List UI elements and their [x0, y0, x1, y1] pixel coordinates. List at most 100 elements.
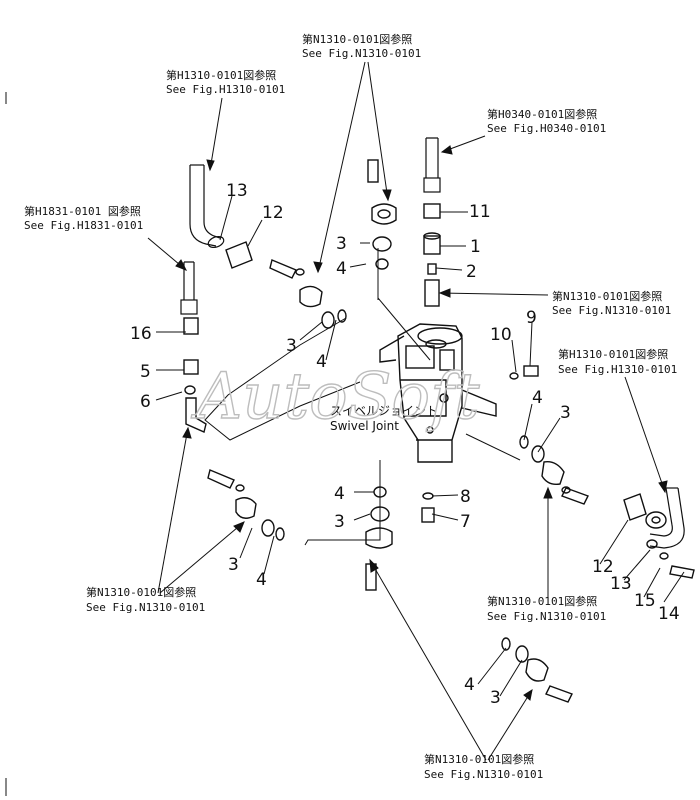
reference-jp: 第N1310-0101図参照: [302, 32, 412, 46]
part-number[interactable]: 13: [226, 181, 248, 201]
part-number[interactable]: 6: [140, 392, 151, 412]
part-number[interactable]: 10: [490, 325, 512, 345]
reference-en: See Fig.H1831-0101: [24, 219, 143, 232]
part-number[interactable]: 7: [460, 512, 471, 532]
reference-jp: 第H0340-0101図参照: [487, 107, 597, 121]
oring-4-left-lower[interactable]: [275, 527, 285, 541]
hose-right[interactable]: [649, 487, 685, 549]
oring-4-lower[interactable]: [373, 486, 387, 498]
part-number[interactable]: 9: [526, 308, 537, 328]
oring-3-lower[interactable]: [370, 506, 390, 522]
oring-3-bottom[interactable]: [515, 645, 529, 663]
oring-4-right[interactable]: [519, 435, 529, 449]
oring-4-left-upper[interactable]: [337, 309, 347, 323]
fitting-8[interactable]: [422, 492, 434, 500]
bolt-9-10[interactable]: [509, 365, 539, 380]
split-flange-bottom[interactable]: [525, 658, 573, 703]
reference-note-h1310-right[interactable]: 第H1310-0101図参照 See Fig.H1310-0101: [558, 347, 677, 376]
part-number[interactable]: 4: [256, 570, 267, 590]
part-number[interactable]: 12: [262, 203, 284, 223]
bolt-14[interactable]: [669, 565, 695, 579]
reference-en: See Fig.H1310-0101: [558, 363, 677, 376]
reference-note-n1310-lowleft[interactable]: 第N1310-0101図参照 See Fig.N1310-0101: [86, 585, 205, 614]
flange-13-right[interactable]: [645, 511, 667, 529]
fitting-2[interactable]: [427, 263, 437, 275]
part-number[interactable]: 3: [334, 512, 345, 532]
reference-note-h1310-left[interactable]: 第H1310-0101図参照 See Fig.H1310-0101: [166, 68, 285, 96]
part-number[interactable]: 3: [560, 403, 571, 423]
part-number[interactable]: 3: [286, 336, 297, 356]
part-number[interactable]: 4: [464, 675, 475, 695]
part-number[interactable]: 12: [592, 557, 614, 577]
part-number[interactable]: 8: [460, 487, 471, 507]
elbow-fitting[interactable]: [185, 397, 207, 433]
fitting-11[interactable]: [423, 203, 441, 219]
part-number[interactable]: 4: [532, 388, 543, 408]
swivel-joint-jp: スイベルジョイント: [330, 404, 438, 418]
block-12-right[interactable]: [623, 493, 647, 521]
reference-jp: 第N1310-0101図参照: [487, 594, 597, 608]
part-number[interactable]: 4: [336, 259, 347, 279]
reference-note-n1310-lowright[interactable]: 第N1310-0101図参照 See Fig.N1310-0101: [487, 594, 606, 623]
reference-jp: 第H1831-0101 図参照: [24, 204, 141, 218]
hose-top-right[interactable]: [423, 137, 441, 193]
fitting-6[interactable]: [184, 385, 196, 395]
fitting-7[interactable]: [421, 507, 435, 523]
reference-note-h1831[interactable]: 第H1831-0101 図参照 See Fig.H1831-0101: [24, 204, 143, 232]
part-number[interactable]: 2: [466, 262, 477, 282]
part-number[interactable]: 3: [490, 688, 501, 708]
washer-13-15[interactable]: [646, 539, 669, 560]
part-number[interactable]: 1: [470, 237, 481, 257]
oring-3-top[interactable]: [372, 236, 392, 252]
part-number[interactable]: 3: [228, 555, 239, 575]
reference-jp: 第H1310-0101図参照: [166, 68, 276, 82]
hose-left[interactable]: [189, 164, 225, 249]
fitting-1[interactable]: [423, 232, 441, 255]
tube-left[interactable]: [180, 261, 198, 315]
part-number[interactable]: 15: [634, 591, 656, 611]
reference-note-n1310-bottom[interactable]: 第N1310-0101図参照 See Fig.N1310-0101: [424, 752, 543, 781]
swivel-joint-label: スイベルジョイント Swivel Joint: [330, 404, 438, 433]
reference-en: See Fig.N1310-0101: [302, 47, 421, 60]
reference-note-h0340[interactable]: 第H0340-0101図参照 See Fig.H0340-0101: [487, 107, 606, 135]
fitting-5[interactable]: [183, 359, 199, 375]
swivel-joint[interactable]: [379, 323, 497, 463]
reference-jp: 第H1310-0101図参照: [558, 347, 668, 361]
fitting-stud[interactable]: [424, 279, 440, 307]
split-flange-lower[interactable]: [365, 527, 393, 591]
part-number[interactable]: 16: [130, 324, 152, 344]
reference-en: See Fig.N1310-0101: [552, 304, 671, 317]
part-number[interactable]: 4: [334, 484, 345, 504]
watermark: AutoSoft: [191, 360, 480, 434]
reference-jp: 第N1310-0101図参照: [86, 585, 196, 599]
part-number[interactable]: 4: [316, 352, 327, 372]
reference-note-n1310-mid[interactable]: 第N1310-0101図参照 See Fig.N1310-0101: [552, 289, 671, 317]
swivel-joint-en: Swivel Joint: [330, 419, 399, 433]
part-number[interactable]: 14: [658, 604, 680, 624]
reference-jp: 第N1310-0101図参照: [552, 289, 662, 303]
part-number[interactable]: 3: [336, 234, 347, 254]
part-number[interactable]: 13: [610, 574, 632, 594]
oring-3-right[interactable]: [531, 445, 545, 463]
block-12-left[interactable]: [225, 241, 253, 269]
part-number[interactable]: 5: [140, 362, 151, 382]
oring-4-top[interactable]: [375, 258, 389, 270]
oring-3-left-lower[interactable]: [261, 519, 275, 537]
split-flange-right[interactable]: [541, 461, 589, 505]
reference-en: See Fig.H1310-0101: [166, 83, 285, 96]
oring-3-left-upper[interactable]: [321, 311, 335, 329]
oring-4-bottom[interactable]: [501, 637, 511, 651]
reference-en: See Fig.N1310-0101: [424, 768, 543, 781]
reference-note-n1310-top[interactable]: 第N1310-0101図参照 See Fig.N1310-0101: [302, 32, 421, 60]
part-number[interactable]: 11: [469, 202, 491, 222]
split-flange-left-upper[interactable]: [269, 259, 323, 308]
reference-jp: 第N1310-0101図参照: [424, 752, 534, 766]
reference-en: See Fig.N1310-0101: [487, 610, 606, 623]
leader-lines: [147, 61, 685, 761]
split-flange-top[interactable]: [367, 159, 397, 225]
split-flange-left-lower[interactable]: [207, 469, 257, 519]
reference-en: See Fig.N1310-0101: [86, 601, 205, 614]
part-number-callouts: 11 1 2 3 4 13 12 16 5 6 3 4 10 9 4 3 4 3…: [130, 181, 680, 708]
fitting-16[interactable]: [183, 317, 199, 335]
